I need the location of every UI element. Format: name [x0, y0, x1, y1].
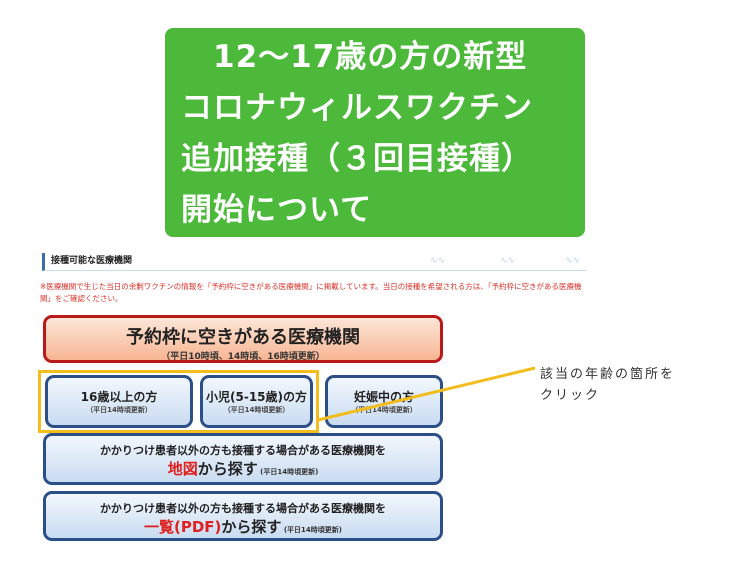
- vacancy-clinics-button[interactable]: 予約枠に空きがある医療機関 （平日10時頃、14時頃、16時頃更新）: [43, 315, 443, 363]
- button-sub: （平日14時頃更新）: [223, 406, 290, 414]
- button-label: 予約枠に空きがある医療機関: [126, 327, 360, 348]
- button-sub: （平日14時頃更新）: [86, 406, 152, 414]
- notice-text: ※医療機関で生じた当日の余剰ワクチンの情報を「予約枠に空きがある医療機関」に掲載…: [40, 282, 582, 303]
- highlight-text: 一覧(PDF): [144, 518, 222, 536]
- button-sub: （平日14時頃更新）: [351, 406, 417, 414]
- pointer-line: [317, 366, 536, 422]
- annotation-line: クリック: [540, 388, 601, 403]
- button-sub: (平日14時頃更新): [281, 526, 342, 534]
- section-heading: 接種可能な医療機関: [42, 253, 587, 271]
- title-line: 開始について: [181, 192, 373, 228]
- highlight-text: 地図: [167, 460, 198, 478]
- button-label: から探す: [197, 460, 258, 478]
- annotation: 該当の年齢の箇所を クリック: [540, 364, 675, 406]
- title-line: 追加接種（３回目接種）: [181, 141, 533, 177]
- search-by-list-button[interactable]: かかりつけ患者以外の方も接種する場合がある医療機関を 一覧(PDF)から探す (…: [43, 491, 443, 541]
- button-sub: （平日10時頃、14時頃、16時頃更新）: [161, 352, 325, 362]
- decoration-icon: ∿∿: [500, 256, 516, 266]
- highlight-box: [38, 370, 319, 433]
- annotation-line: 該当の年齢の箇所を: [540, 367, 676, 382]
- age-16-plus-button[interactable]: 16歳以上の方 （平日14時頃更新）: [45, 375, 193, 428]
- title-line: コロナウィルスワクチン: [181, 90, 533, 126]
- child-5-15-button[interactable]: 小児(5-15歳)の方 （平日14時頃更新）: [200, 375, 313, 428]
- pregnant-button[interactable]: 妊娠中の方 （平日14時頃更新）: [325, 375, 443, 428]
- button-sub: (平日14時頃更新): [257, 468, 319, 476]
- button-label: 小児(5-15歳)の方: [206, 390, 307, 404]
- button-label: かかりつけ患者以外の方も接種する場合がある医療機関を: [99, 502, 387, 515]
- decoration-icon: ∿∿: [430, 256, 446, 266]
- button-label: から探す: [221, 518, 282, 536]
- title-banner: 12～17歳の方の新型 コロナウィルスワクチン 追加接種（３回目接種） 開始につ…: [165, 28, 585, 237]
- title-line: 12～17歳の方の新型: [181, 39, 528, 75]
- decoration-icon: ∿∿: [565, 256, 581, 266]
- search-by-map-button[interactable]: かかりつけ患者以外の方も接種する場合がある医療機関を 地図から探す (平日14時…: [43, 433, 443, 485]
- button-label: かかりつけ患者以外の方も接種する場合がある医療機関を: [99, 444, 387, 457]
- button-label: 16歳以上の方: [80, 390, 158, 404]
